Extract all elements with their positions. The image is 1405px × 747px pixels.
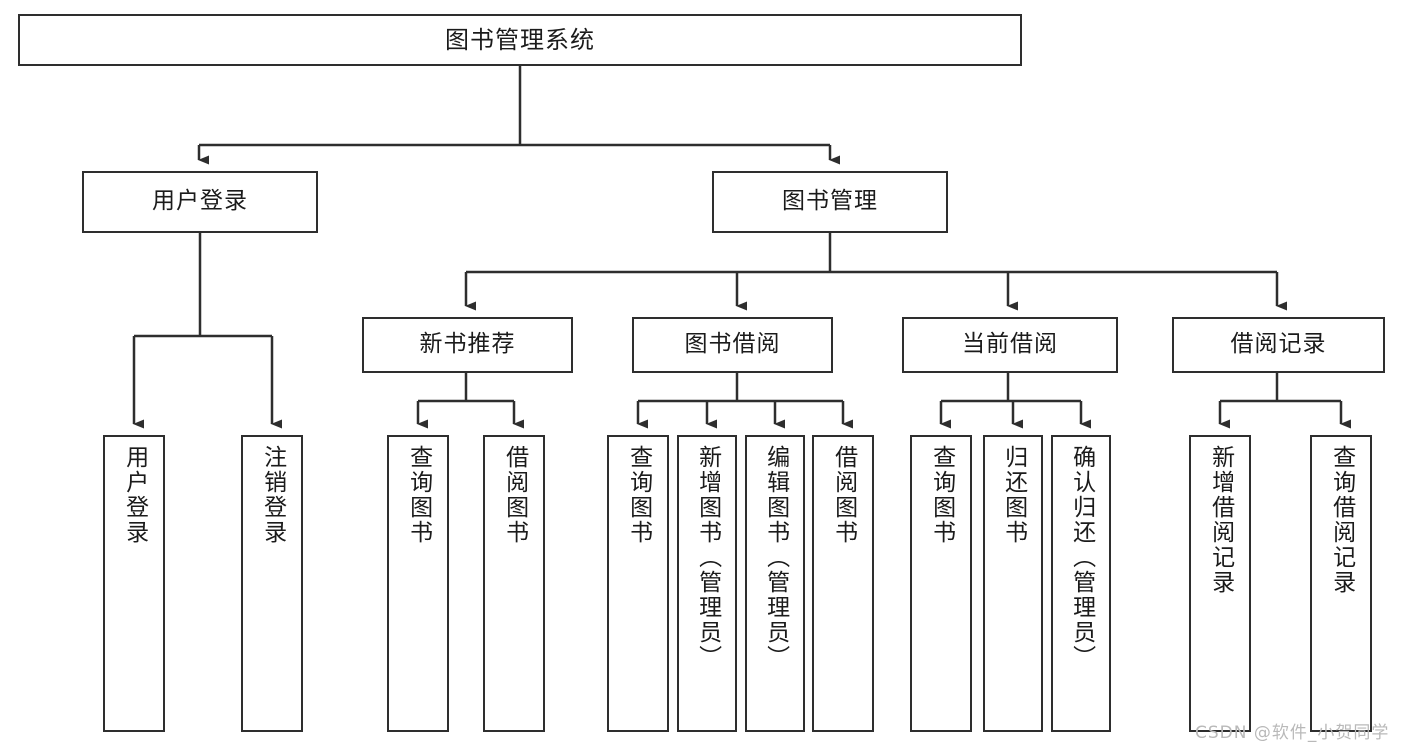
- node-label: 借阅图书: [501, 445, 528, 545]
- node-leaf-borrow-book-2[interactable]: 借阅图书: [812, 435, 874, 732]
- node-user-login[interactable]: 用户登录: [82, 171, 318, 233]
- node-label: 借阅图书: [830, 445, 857, 545]
- node-label: 用户登录: [152, 188, 248, 215]
- node-book-management[interactable]: 图书管理: [712, 171, 948, 233]
- node-label: 编辑图书（管理员）: [762, 445, 789, 670]
- node-root-system[interactable]: 图书管理系统: [18, 14, 1022, 66]
- csdn-watermark: CSDN @软件_小贺同学: [1195, 723, 1390, 743]
- node-leaf-confirm-return[interactable]: 确认归还（管理员）: [1051, 435, 1111, 732]
- node-leaf-add-book[interactable]: 新增图书（管理员）: [677, 435, 737, 732]
- node-label: 查询图书: [928, 445, 955, 545]
- node-label: 归还图书: [1000, 445, 1027, 545]
- node-label: 新书推荐: [419, 331, 516, 358]
- node-label: 查询图书: [405, 445, 432, 545]
- node-label: 新增借阅记录: [1207, 445, 1234, 595]
- node-leaf-return-book[interactable]: 归还图书: [983, 435, 1043, 732]
- node-label: 确认归还（管理员）: [1068, 445, 1095, 670]
- node-label: 借阅记录: [1230, 331, 1327, 358]
- node-leaf-query-book-1[interactable]: 查询图书: [387, 435, 449, 732]
- node-leaf-edit-book[interactable]: 编辑图书（管理员）: [745, 435, 805, 732]
- node-current-borrow[interactable]: 当前借阅: [902, 317, 1118, 373]
- node-book-borrow[interactable]: 图书借阅: [632, 317, 833, 373]
- node-leaf-add-record[interactable]: 新增借阅记录: [1189, 435, 1251, 732]
- node-label: 查询借阅记录: [1328, 445, 1355, 595]
- node-leaf-logout[interactable]: 注销登录: [241, 435, 303, 732]
- node-label: 注销登录: [259, 445, 286, 545]
- node-new-book-recommend[interactable]: 新书推荐: [362, 317, 573, 373]
- node-label: 当前借阅: [962, 331, 1058, 358]
- node-leaf-query-book-2[interactable]: 查询图书: [607, 435, 669, 732]
- node-label: 新增图书（管理员）: [694, 445, 721, 670]
- node-label: 图书管理: [782, 188, 878, 215]
- node-leaf-query-book-3[interactable]: 查询图书: [910, 435, 972, 732]
- node-label: 图书借阅: [684, 331, 781, 358]
- node-leaf-borrow-book-1[interactable]: 借阅图书: [483, 435, 545, 732]
- node-label: 查询图书: [625, 445, 652, 545]
- node-borrow-record[interactable]: 借阅记录: [1172, 317, 1385, 373]
- node-leaf-query-record[interactable]: 查询借阅记录: [1310, 435, 1372, 732]
- node-leaf-user-login[interactable]: 用户登录: [103, 435, 165, 732]
- node-label: 图书管理系统: [445, 25, 595, 54]
- node-label: 用户登录: [121, 445, 148, 545]
